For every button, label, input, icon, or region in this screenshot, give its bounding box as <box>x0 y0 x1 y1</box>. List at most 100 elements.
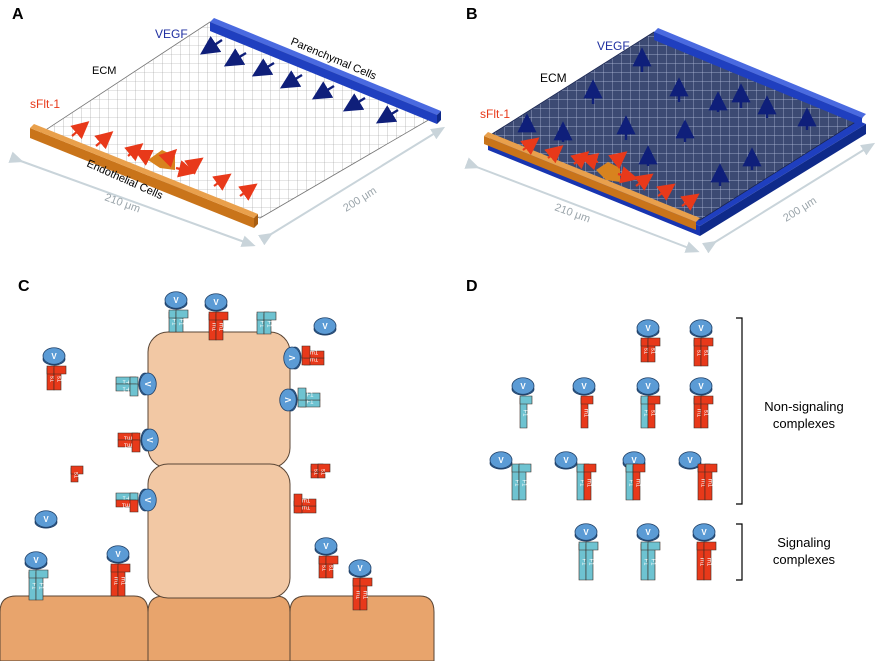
svg-text:s1: s1 <box>313 469 319 476</box>
ligand-glyph: V <box>563 456 569 465</box>
panel-b-dimension-lines <box>464 142 875 254</box>
ligand-glyph: V <box>645 324 651 333</box>
svg-text:m1: m1 <box>120 577 126 586</box>
svg-text:F1: F1 <box>628 479 634 487</box>
free-ligand-c: V <box>313 317 337 336</box>
ligand-glyph: V <box>357 564 363 573</box>
svg-text:F1: F1 <box>306 393 314 399</box>
svg-text:m1: m1 <box>700 479 706 488</box>
svg-text:s1: s1 <box>643 348 649 355</box>
svg-text:s1: s1 <box>321 565 327 572</box>
svg-text:F1: F1 <box>581 558 587 566</box>
ligand-glyph: V <box>498 456 504 465</box>
panel-b-parenchymal-wall <box>654 28 866 126</box>
svg-text:s1: s1 <box>73 472 79 479</box>
svg-text:m1: m1 <box>123 435 132 441</box>
svg-text:m1: m1 <box>310 351 319 357</box>
svg-text:m1: m1 <box>113 577 119 586</box>
svg-text:s1: s1 <box>650 410 656 417</box>
ligand-glyph: V <box>143 497 152 503</box>
svg-text:m1: m1 <box>218 323 224 332</box>
svg-text:m1: m1 <box>355 591 361 600</box>
ligand-glyph: V <box>173 296 179 305</box>
non-signaling-bracket <box>736 317 743 505</box>
ligand-glyph: V <box>143 381 152 387</box>
ligand-glyph: V <box>43 515 49 524</box>
svg-text:F1: F1 <box>178 318 184 326</box>
panel-a-letter: A <box>12 6 24 23</box>
svg-text:F1: F1 <box>650 558 656 566</box>
panel-b-letter: B <box>466 6 478 23</box>
panel-a-vegf-label: VEGF <box>155 27 188 41</box>
svg-text:F1: F1 <box>643 558 649 566</box>
svg-text:F1: F1 <box>122 386 130 392</box>
svg-text:s1: s1 <box>49 376 55 383</box>
ligand-glyph: V <box>51 352 57 361</box>
svg-text:F1: F1 <box>521 479 527 487</box>
panel-a-dimension-lines <box>8 126 446 247</box>
panel-a-width-label: 210 μm <box>103 192 142 216</box>
ligand-glyph: V <box>698 382 704 391</box>
free-ligand-c: V <box>34 510 58 529</box>
svg-text:m1: m1 <box>707 479 713 488</box>
non-signaling-label-line1: Non-signaling <box>764 399 844 414</box>
panel-a-height-label: 200 μm <box>341 185 379 215</box>
svg-text:m1: m1 <box>302 499 311 505</box>
complex-c: s1 <box>70 465 84 483</box>
svg-text:m1: m1 <box>635 479 641 488</box>
svg-text:m1: m1 <box>211 323 217 332</box>
svg-text:F1: F1 <box>266 320 272 328</box>
ligand-glyph: V <box>698 324 704 333</box>
ligand-glyph: V <box>284 397 293 403</box>
panel-c-cell-upper <box>147 331 291 469</box>
svg-text:m1: m1 <box>123 442 132 448</box>
panel-a-diagram: VEGF ECM sFlt-1 Parenchymal Cells Endoth… <box>8 18 446 247</box>
panel-a-ecm-label: ECM <box>92 65 116 77</box>
svg-text:s1: s1 <box>56 376 62 383</box>
panel-b-ecm-label: ECM <box>540 71 567 85</box>
svg-text:s1: s1 <box>320 469 326 476</box>
ligand-glyph: V <box>687 456 693 465</box>
non-signaling-complex: m1V <box>572 377 596 429</box>
ligand-glyph: V <box>323 542 329 551</box>
panel-d-letter: D <box>466 278 478 295</box>
ligand-glyph: V <box>581 382 587 391</box>
svg-text:F1: F1 <box>522 409 528 417</box>
ligand-glyph: V <box>583 528 589 537</box>
panel-c-cells <box>147 331 291 599</box>
svg-text:m1: m1 <box>706 558 712 567</box>
svg-text:m1: m1 <box>310 358 319 364</box>
panel-b-vegf-label: VEGF <box>597 39 630 53</box>
svg-text:F1: F1 <box>514 479 520 487</box>
panel-a-sflt-label: sFlt-1 <box>30 97 60 111</box>
ligand-glyph: V <box>645 528 651 537</box>
signaling-bracket <box>736 523 743 581</box>
svg-text:s1: s1 <box>703 350 709 357</box>
svg-text:m1: m1 <box>586 479 592 488</box>
ligand-glyph: V <box>631 456 637 465</box>
